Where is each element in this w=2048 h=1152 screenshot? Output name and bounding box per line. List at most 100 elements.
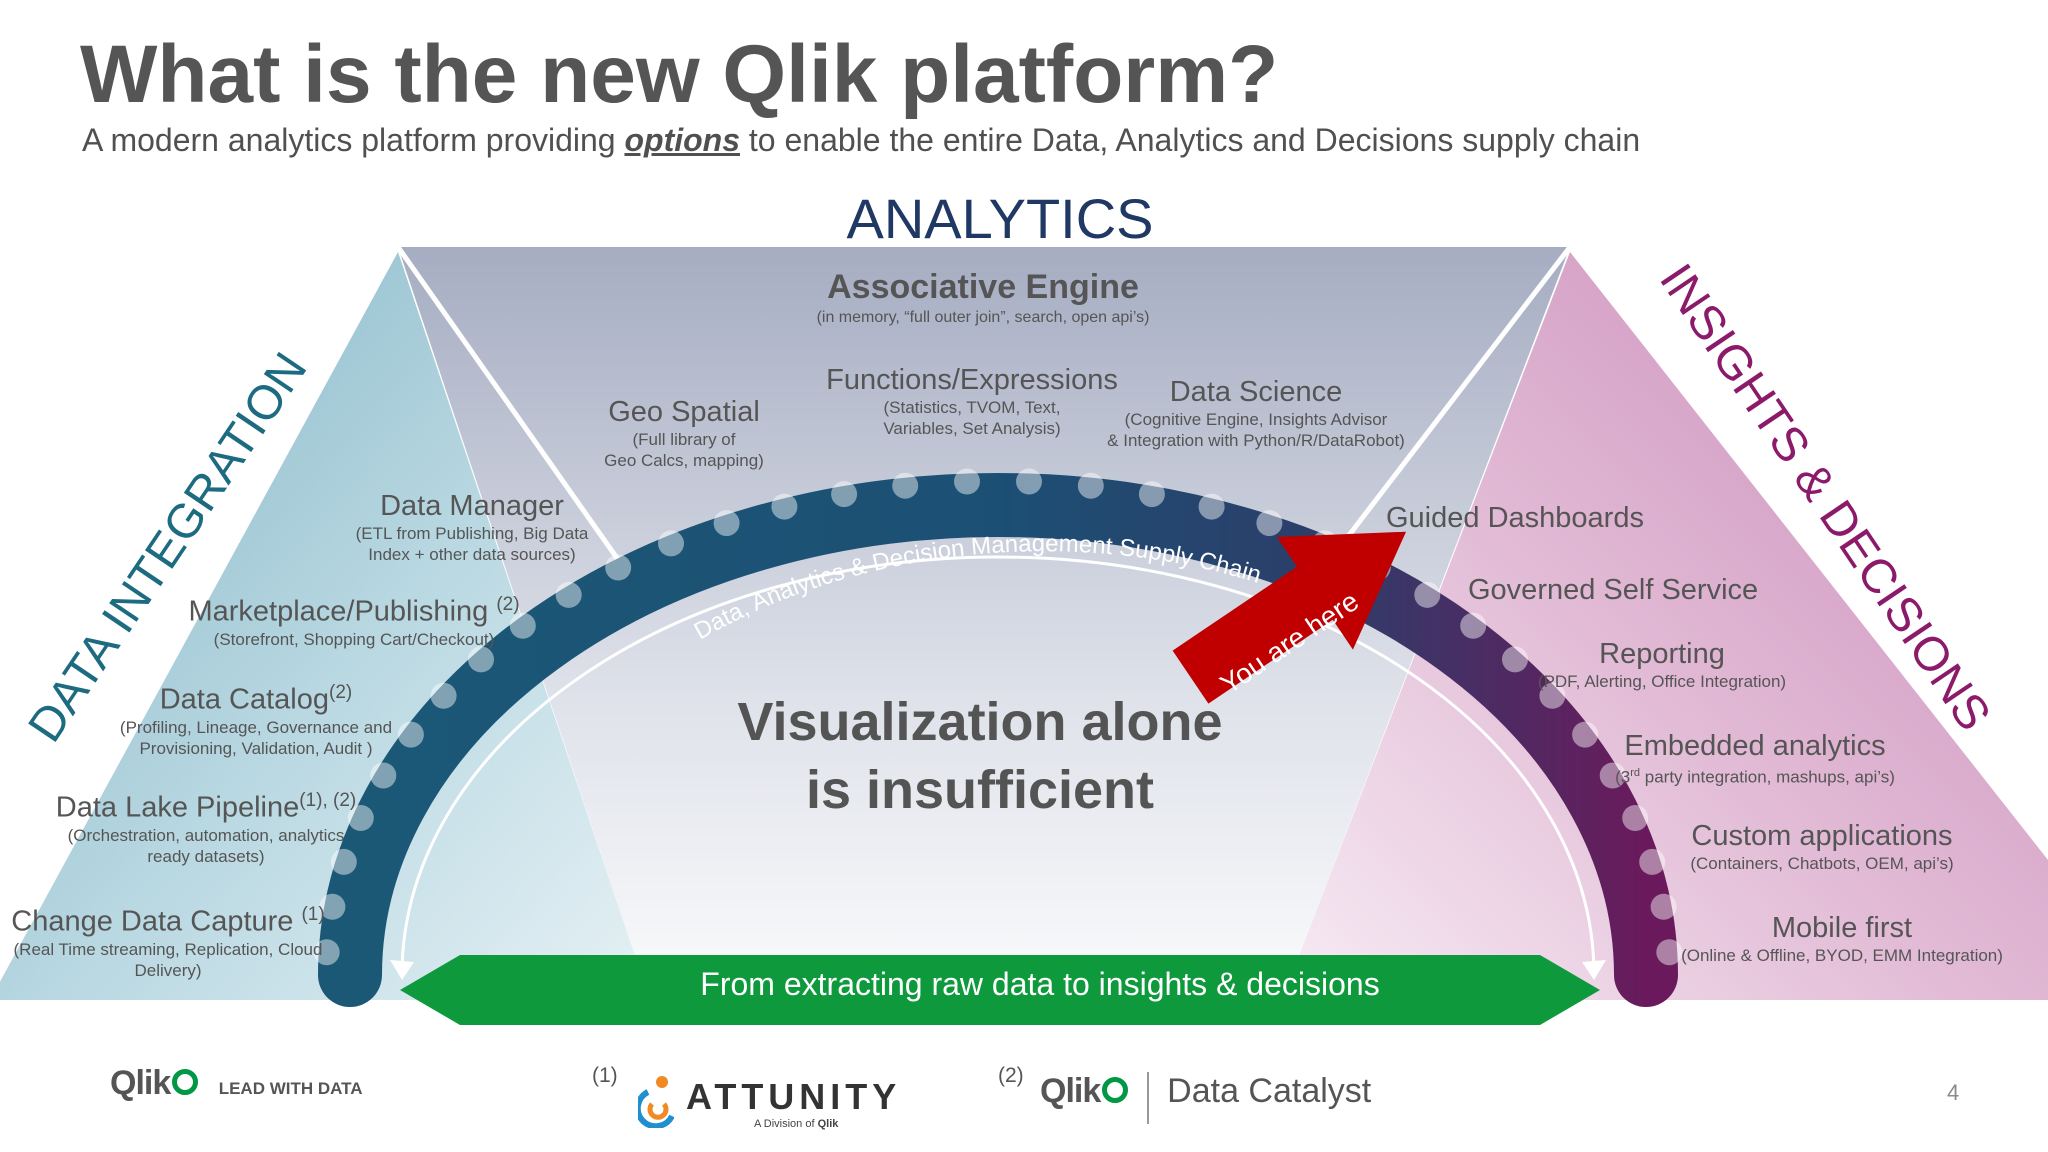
arc-dot (954, 468, 980, 495)
arc-dot (771, 493, 798, 520)
analytics-heading: ANALYTICS (846, 187, 1154, 250)
arc-dot (397, 721, 424, 748)
geo-spatial-desc-2: Geo Calcs, mapping) (604, 451, 764, 470)
associative-engine-block: Associative Engine (in memory, “full out… (817, 268, 1150, 328)
arc-dot (1502, 646, 1528, 673)
arc-dot (319, 893, 346, 920)
data-catalyst-text: Data Catalyst (1167, 1072, 1372, 1111)
mobile-first-block: Mobile first (Online & Offline, BYOD, EM… (1681, 912, 2003, 966)
slide-subtitle: A modern analytics platform providing op… (82, 122, 1641, 158)
arc-dot (347, 805, 374, 831)
functions-label: Functions/Expressions (826, 364, 1118, 396)
arc-dot (1138, 481, 1165, 508)
custom-apps-block: Custom applications (Containers, Chatbot… (1690, 820, 1953, 874)
data-lake-desc-1: (Orchestration, automation, analytics (67, 825, 345, 845)
attunity-logo: ATTUNITY A Division of Qlik (634, 1074, 896, 1130)
integration-panel (0, 252, 650, 1000)
slide-title: What is the new Qlik platform? (80, 29, 1279, 120)
mobile-first-label: Mobile first (1771, 912, 1913, 944)
data-manager-desc-1: (ETL from Publishing, Big Data (355, 524, 589, 543)
embedded-desc: (3rd party integration, mashups, api’s) (1615, 767, 1895, 787)
data-science-desc-1: (Cognitive Engine, Insights Advisor (1124, 410, 1388, 429)
arc-dot (555, 581, 582, 608)
functions-block: Functions/Expressions (Statistics, TVOM,… (826, 364, 1118, 439)
geo-spatial-desc-1: (Full library of (632, 430, 736, 449)
footnote-1: (1) (592, 1064, 618, 1087)
arc-dot (370, 762, 397, 789)
arc-dot (1460, 612, 1487, 639)
data-lake-label: Data Lake Pipeline(1), (2) (55, 790, 357, 824)
arc-dot (713, 510, 740, 537)
arc-dot (1198, 493, 1225, 520)
arc-dot (1622, 805, 1649, 831)
reporting-desc: (PDF, Alerting, Office Integration) (1537, 672, 1787, 691)
qlik-q-icon-2 (1102, 1077, 1129, 1104)
data-lake-block: Data Lake Pipeline(1), (2) (Orchestratio… (56, 790, 356, 867)
reporting-block: Reporting (PDF, Alerting, Office Integra… (1538, 638, 1786, 692)
subtitle-emphasis: options (624, 122, 741, 158)
arc-dot (1016, 468, 1042, 495)
insights-panel (1282, 252, 2048, 1000)
arc-dot (468, 646, 494, 673)
qlik-logo: Qlik LEAD WITH DATA (110, 1064, 363, 1102)
arc-dot (1077, 472, 1104, 499)
geo-spatial-label: Geo Spatial (608, 396, 760, 428)
geo-spatial-block: Geo Spatial (Full library of Geo Calcs, … (604, 396, 764, 471)
cdc-label: Change Data Capture (1) (11, 904, 325, 938)
attunity-sub: A Division of Qlik (754, 1118, 839, 1130)
footnote-2: (2) (998, 1064, 1024, 1087)
arc-dot (1256, 510, 1283, 537)
supply-chain-arc (318, 473, 1678, 1007)
marketplace-block: Marketplace/Publishing (2) (Storefront, … (188, 594, 519, 650)
associative-engine-desc: (in memory, “full outer join”, search, o… (816, 309, 1150, 326)
data-manager-label: Data Manager (380, 490, 564, 522)
attunity-wordmark: ATTUNITY (686, 1076, 902, 1117)
arc-dot (430, 682, 457, 709)
embedded-block: Embedded analytics (3rd party integratio… (1615, 730, 1895, 788)
mobile-first-desc: (Online & Offline, BYOD, EMM Integration… (1681, 946, 2003, 965)
arc-dot (1414, 581, 1441, 608)
data-science-block: Data Science (Cognitive Engine, Insights… (1107, 376, 1405, 451)
cdc-desc-2: Delivery) (134, 960, 202, 980)
functions-desc-1: (Statistics, TVOM, Text, (883, 398, 1061, 417)
arc-dot (605, 554, 632, 581)
arc-dot (1650, 893, 1677, 920)
analytics-panel (398, 247, 1570, 1000)
banner-shape (400, 955, 1600, 1025)
data-catalyst-logo: Qlik Data Catalyst (1040, 1072, 1371, 1124)
data-science-label: Data Science (1169, 376, 1343, 408)
data-manager-desc-2: Index + other data sources) (368, 545, 576, 564)
arc-dot (1572, 721, 1599, 748)
arc-dot (1599, 762, 1626, 789)
qlik-q-icon (172, 1069, 199, 1095)
governed-self-service-label: Governed Self Service (1468, 574, 1759, 606)
arc-inner-line (400, 555, 1596, 976)
data-catalog-label: Data Catalog(2) (159, 682, 353, 716)
data-catalog-desc-1: (Profiling, Lineage, Governance and (119, 717, 393, 737)
banner-text: From extracting raw data to insights & d… (700, 966, 1380, 1002)
functions-desc-2: Variables, Set Analysis) (883, 419, 1061, 438)
arc-dot (330, 848, 357, 875)
arc-dot (658, 530, 684, 557)
embedded-label: Embedded analytics (1624, 730, 1886, 762)
guided-dashboards-label: Guided Dashboards (1386, 502, 1644, 534)
arc-dot (313, 939, 340, 966)
arc-dot (831, 481, 858, 508)
custom-apps-label: Custom applications (1691, 820, 1953, 852)
cdc-block: Change Data Capture (1) (Real Time strea… (11, 904, 324, 981)
associative-engine-label: Associative Engine (827, 268, 1139, 306)
page-number: 4 (1947, 1080, 1960, 1105)
custom-apps-desc: (Containers, Chatbots, OEM, api’s) (1690, 854, 1954, 873)
hero-text: Visualization alone is insufficient (737, 692, 1223, 820)
data-catalog-desc-2: Provisioning, Validation, Audit ) (139, 738, 373, 758)
marketplace-label: Marketplace/Publishing (2) (188, 594, 520, 628)
attunity-mark-icon (634, 1076, 675, 1130)
data-science-desc-2: & Integration with Python/R/DataRobot) (1107, 431, 1405, 450)
tagline: LEAD WITH DATA (218, 1079, 363, 1098)
arc-dot (509, 612, 536, 639)
reporting-label: Reporting (1599, 638, 1725, 670)
marketplace-desc: (Storefront, Shopping Cart/Checkout) (213, 629, 495, 649)
arc-dot (1656, 939, 1683, 966)
data-catalog-block: Data Catalog(2) (Profiling, Lineage, Gov… (120, 682, 392, 759)
